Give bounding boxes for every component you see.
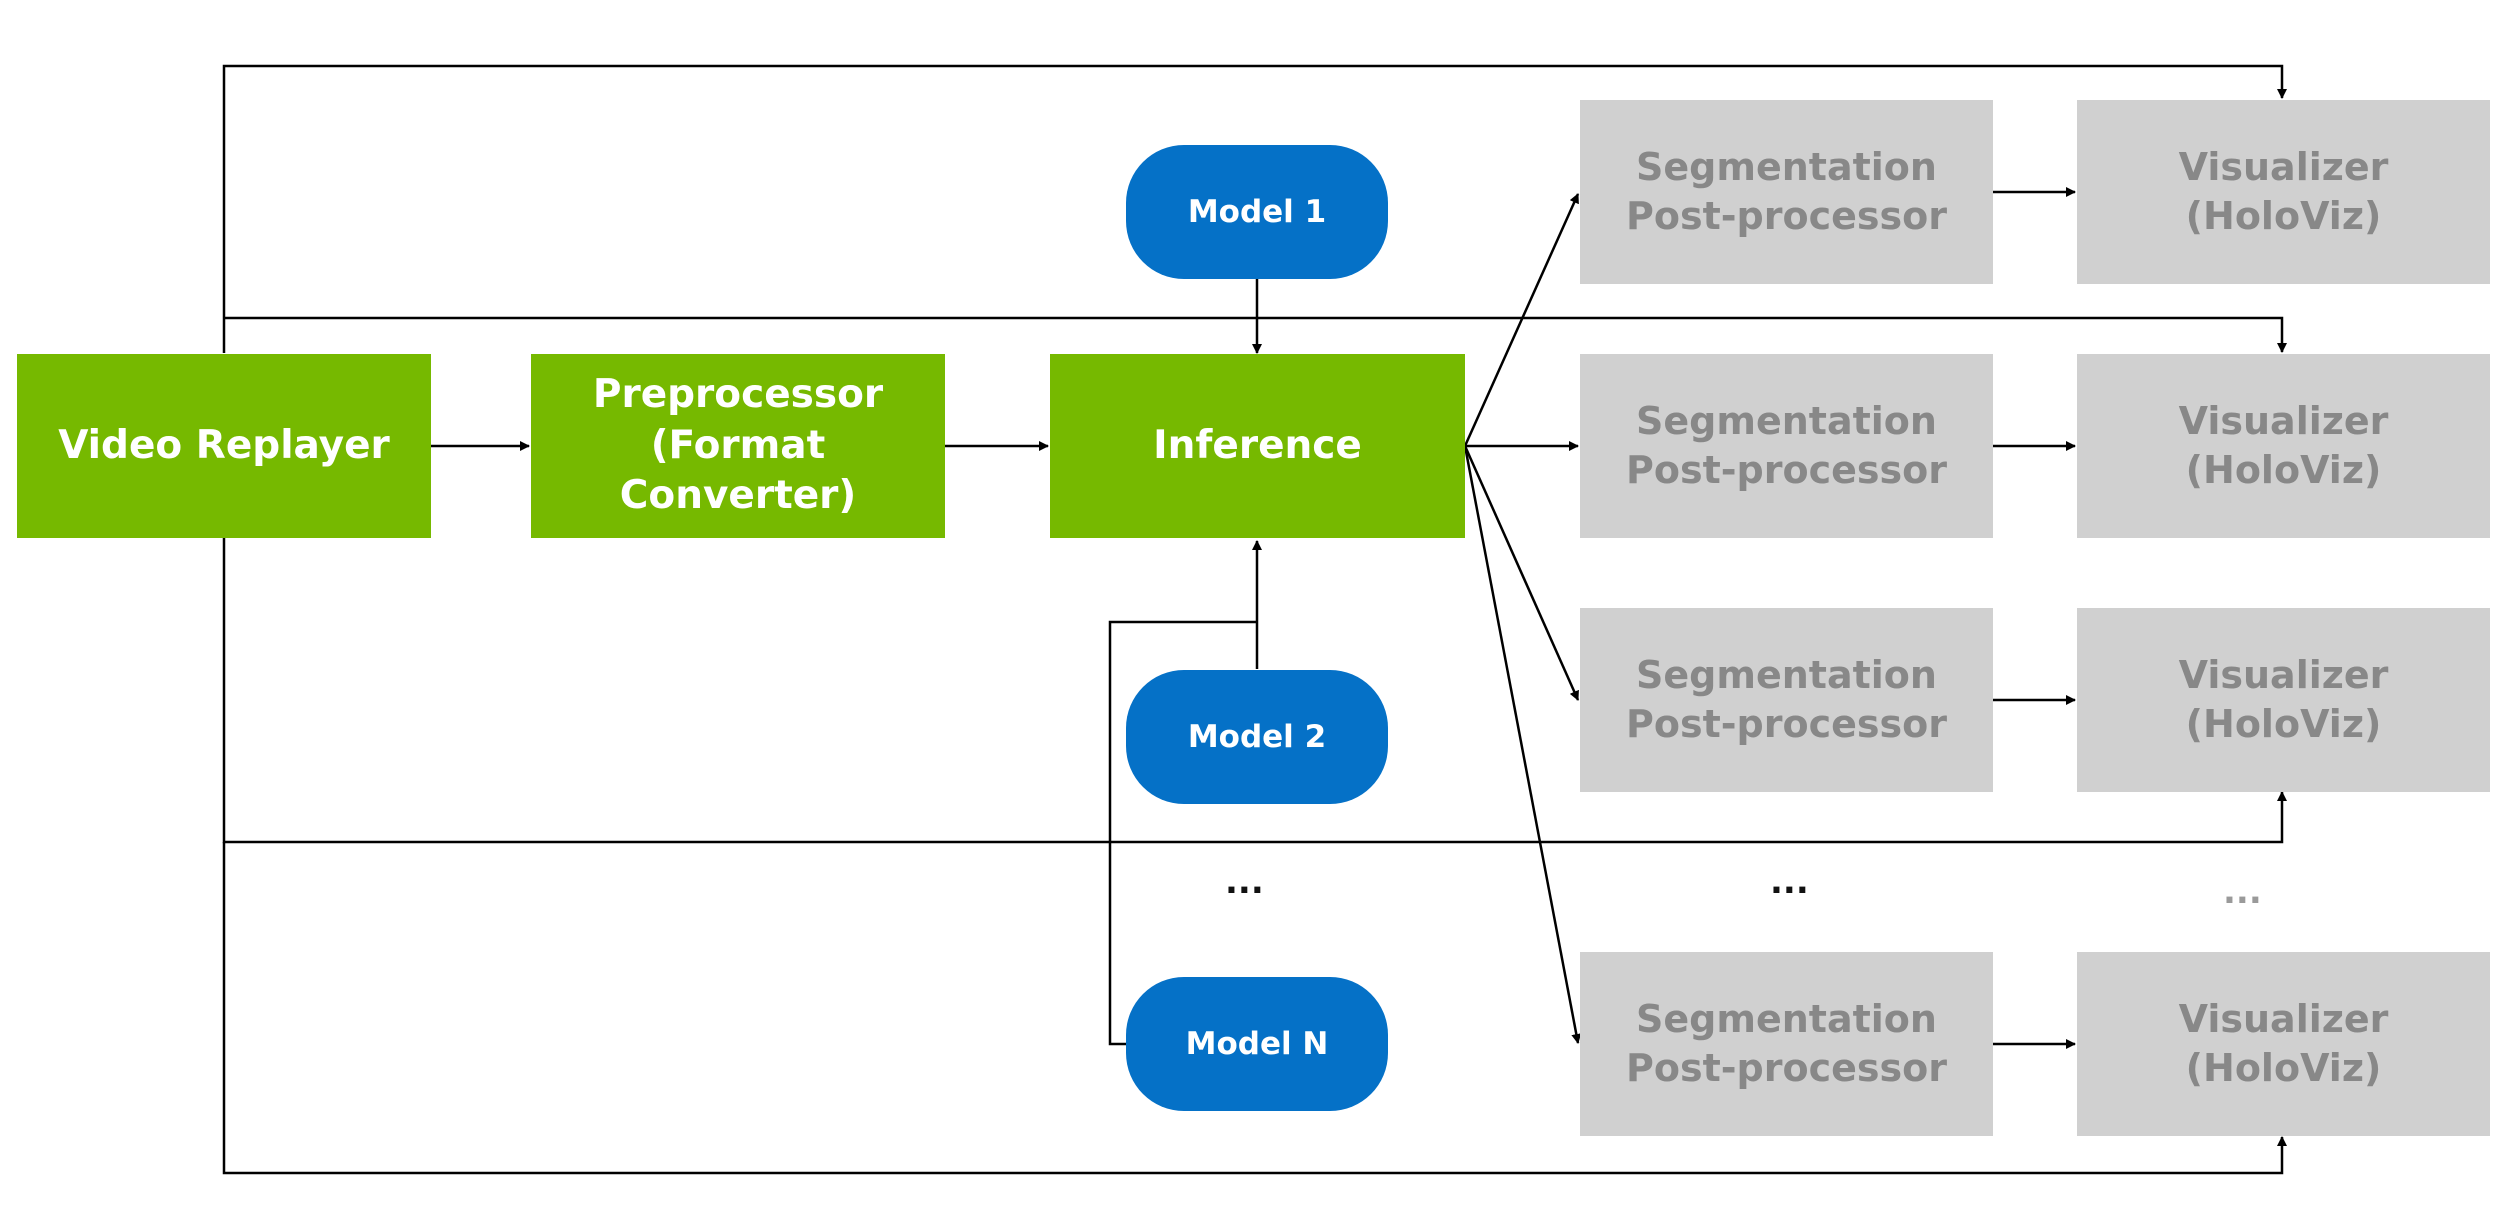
inference-node: Inference [1050,354,1465,538]
bypass-line-visualizer-1 [222,64,2287,353]
preprocessor-node: Preprocessor (Format Converter) [531,354,945,538]
bypass-line-visualizer-3 [222,538,2287,844]
model-2-node: Model 2 [1126,670,1388,804]
bypass-line-visualizer-n [222,842,2287,1175]
arrow-inference-to-segmentation-n [1463,445,1582,1044]
models-ellipsis: ... [1225,862,1264,902]
segmentation-node: Segmentation Post-processor [1580,952,1993,1136]
line-model-n-to-inference [1108,620,1257,1046]
visualizer-node: Visualizer (HoloViz) [2077,100,2490,284]
visualizer-node: Visualizer (HoloViz) [2077,608,2490,792]
segmentation-node: Segmentation Post-processor [1580,608,1993,792]
segmentation-node: Segmentation Post-processor [1580,100,1993,284]
model-1-node: Model 1 [1126,145,1388,279]
arrow-inference-to-segmentation-3 [1463,445,1580,701]
arrow-inference-to-segmentation-1 [1463,193,1580,447]
visualizer-node: Visualizer (HoloViz) [2077,952,2490,1136]
segmentation-ellipsis: ... [1770,862,1809,902]
model-n-node: Model N [1126,977,1388,1111]
visualizer-node: Visualizer (HoloViz) [2077,354,2490,538]
visualizer-ellipsis: ... [2223,872,2262,912]
video-replayer-node: Video Replayer [17,354,431,538]
bypass-line-visualizer-2 [224,316,2287,353]
segmentation-node: Segmentation Post-processor [1580,354,1993,538]
